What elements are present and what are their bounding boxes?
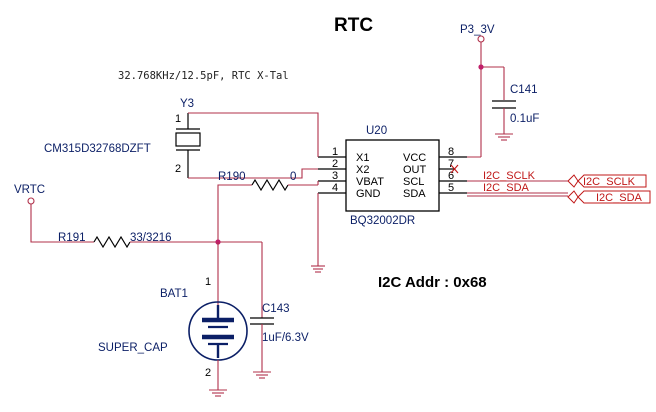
pin-name: SCL: [403, 176, 424, 188]
schematic-title: RTC: [334, 15, 373, 36]
u20-part: BQ32002DR: [350, 215, 415, 227]
ground-symbol-icon: [253, 371, 271, 379]
resistor-r190: R190 0: [217, 171, 319, 242]
resistor-zigzag-icon: [251, 178, 289, 192]
net-label-sda: I2C_SDA: [483, 182, 530, 194]
i2c-scl-net: I2C_SCLK I2C_SCLK: [467, 170, 647, 188]
c141-value: 0.1uF: [510, 113, 539, 125]
u20-ref: U20: [366, 125, 387, 137]
pin-number: 5: [448, 182, 454, 194]
pin-name: GND: [356, 188, 381, 200]
r190-value: 0: [290, 171, 296, 183]
y3-part: CM315D32768DZFT: [44, 143, 151, 155]
u20-ground: [311, 193, 325, 273]
port-arrow-icon: [577, 174, 647, 188]
power-port-circle-icon: [477, 35, 485, 43]
c143-value: 1uF/6.3V: [262, 332, 309, 344]
vrtc-label: VRTC: [14, 184, 45, 196]
c141-ref: C141: [510, 84, 538, 96]
bat1-part: SUPER_CAP: [98, 342, 168, 354]
bat1-pin2: 2: [205, 367, 211, 379]
vrtc-power-port: VRTC: [14, 184, 45, 205]
port-label-sda: I2C_SDA: [596, 192, 643, 204]
crystal-y3: Y3 1 2 CM315D32768DZFT: [44, 98, 201, 178]
bat1-ref: BAT1: [160, 288, 188, 300]
pin-name: SDA: [403, 188, 426, 200]
crystal-wires: [188, 112, 319, 179]
crystal-body-icon: [175, 132, 201, 147]
pin-number: 6: [448, 170, 454, 182]
y3-pin2: 2: [175, 163, 181, 175]
supercap-bat1: BAT1 SUPER_CAP 1 2: [98, 242, 248, 390]
capacitor-c141: C141 0.1uF: [492, 84, 539, 134]
i2c-address-label: I2C Addr : 0x68: [378, 274, 487, 291]
pin-number: 4: [332, 182, 338, 194]
y3-ref: Y3: [180, 98, 194, 110]
r190-ref: R190: [218, 171, 246, 183]
r191-value: 33/3216: [130, 232, 172, 244]
c143-ref: C143: [262, 303, 290, 315]
ic-u20: U20 BQ32002DR 1 2 3 4 X1 X2 VBAT GND 8 7…: [318, 125, 467, 227]
i2c-sda-net: I2C_SDA I2C_SDA: [467, 182, 651, 204]
pin-name: VBAT: [356, 176, 384, 188]
ground-symbol-icon: [209, 389, 227, 397]
pin-number: 3: [332, 170, 338, 182]
crystal-note: 32.768KHz/12.5pF, RTC X-Tal: [118, 70, 289, 82]
ic-body: [345, 139, 440, 212]
pin-number: 8: [448, 146, 454, 158]
pin-number: 2: [332, 158, 338, 170]
port-label-scl: I2C_SCLK: [583, 176, 636, 188]
ground-symbol-icon: [495, 133, 513, 141]
p3v-power-port: P3_3V: [460, 24, 495, 43]
p3v-wires: [440, 42, 505, 158]
pin-name: VCC: [403, 152, 426, 164]
port-arrow-icon: [577, 190, 651, 204]
power-port-circle-icon: [27, 197, 35, 205]
resistor-r191: R191 33/3216: [30, 204, 262, 249]
pin-number: 1: [332, 146, 338, 158]
bat1-pin1: 1: [205, 276, 211, 288]
capacitor-c143: C143 1uF/6.3V: [250, 242, 309, 372]
pin-name: X2: [356, 164, 369, 176]
net-label-scl: I2C_SCLK: [483, 170, 536, 182]
pin-name: OUT: [403, 164, 427, 176]
junction-dot: [478, 64, 484, 70]
pin-number: 7: [448, 158, 454, 170]
p3v-label: P3_3V: [460, 24, 495, 36]
y3-pin1: 1: [175, 113, 181, 125]
no-connect-icon: [450, 164, 459, 174]
pin-name: X1: [356, 152, 369, 164]
r191-ref: R191: [58, 232, 86, 244]
resistor-zigzag-icon: [93, 235, 131, 249]
